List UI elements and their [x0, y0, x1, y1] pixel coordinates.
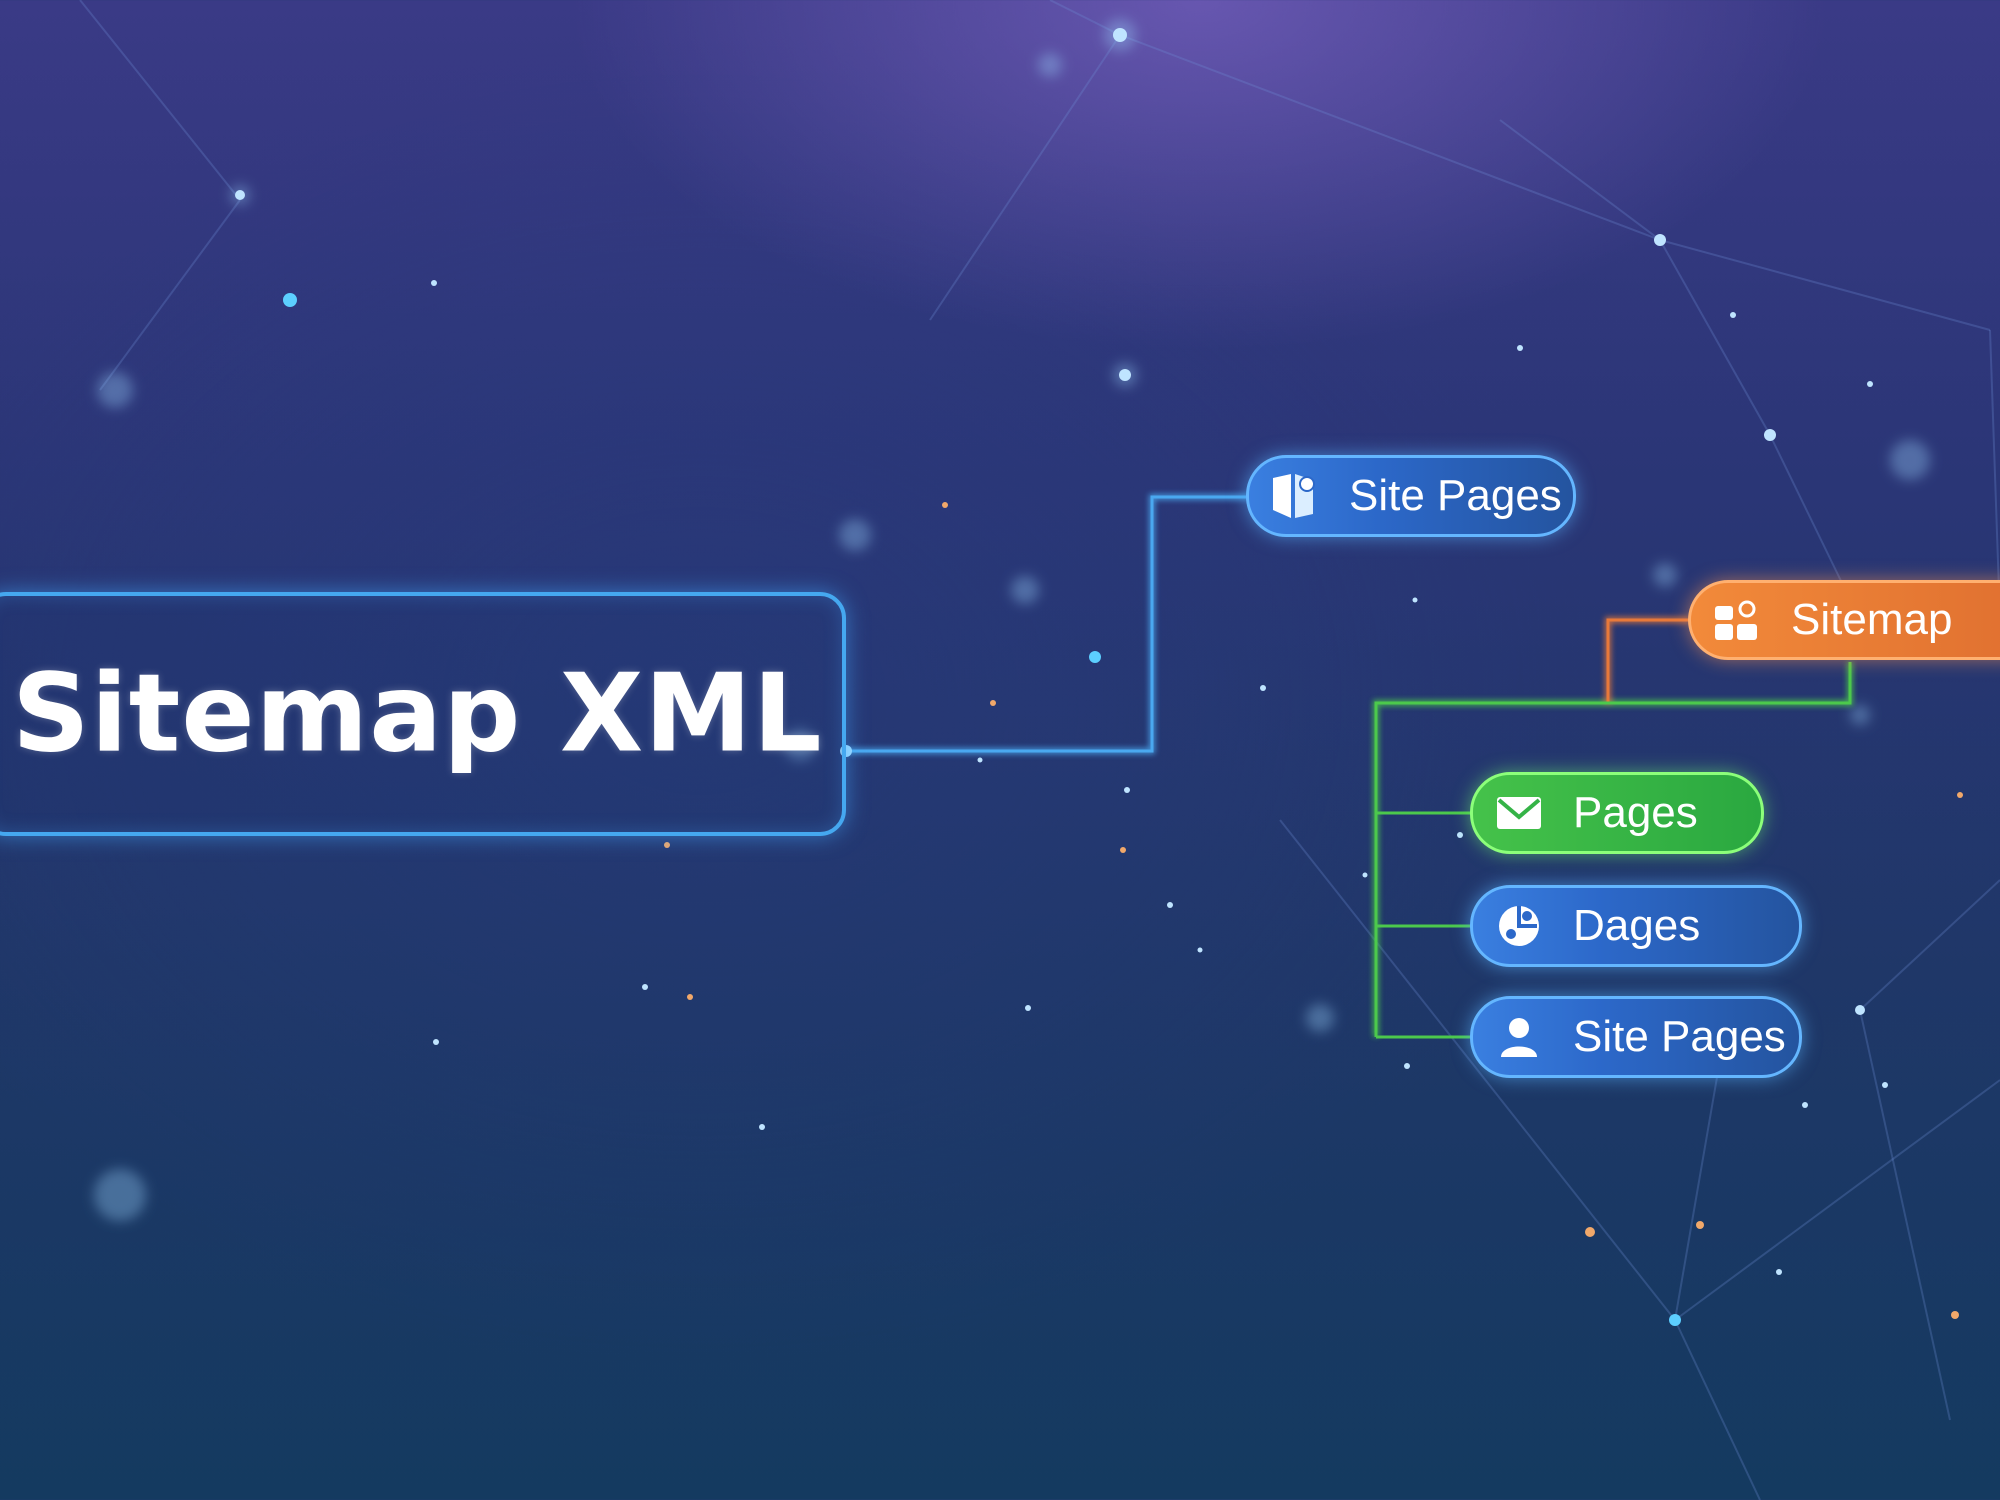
sitemap-users-icon [1705, 588, 1769, 652]
node-pages[interactable]: Pages [1470, 772, 1764, 854]
node-label: Site Pages [1349, 471, 1562, 520]
node-label: Site Pages [1573, 1012, 1786, 1061]
node-dages[interactable]: Dages [1470, 885, 1802, 967]
node-label: Pages [1573, 788, 1698, 837]
network-lines [79, 0, 2000, 1500]
node-sitemap[interactable]: Sitemap [1688, 580, 2000, 660]
node-label: Dages [1573, 901, 1701, 950]
node-label: Sitemap [1791, 595, 1953, 644]
main-node-title: Sitemap XML [12, 651, 823, 777]
shield-map-icon [1263, 464, 1327, 528]
puzzle-icon [1487, 894, 1551, 958]
connector-sitemap-branch [1606, 618, 1690, 703]
node-site-pages-top[interactable]: Site Pages [1246, 455, 1576, 537]
main-node: Sitemap XML [0, 592, 846, 836]
connector-green-bus [1374, 662, 1852, 1037]
node-site-pages-bottom[interactable]: Site Pages [1470, 996, 1802, 1078]
network-dots [235, 28, 1963, 1326]
envelope-icon [1487, 781, 1551, 845]
user-icon [1487, 1005, 1551, 1069]
connector-main-to-site-pages [846, 495, 1250, 753]
network-dots-glow [94, 19, 1930, 1221]
